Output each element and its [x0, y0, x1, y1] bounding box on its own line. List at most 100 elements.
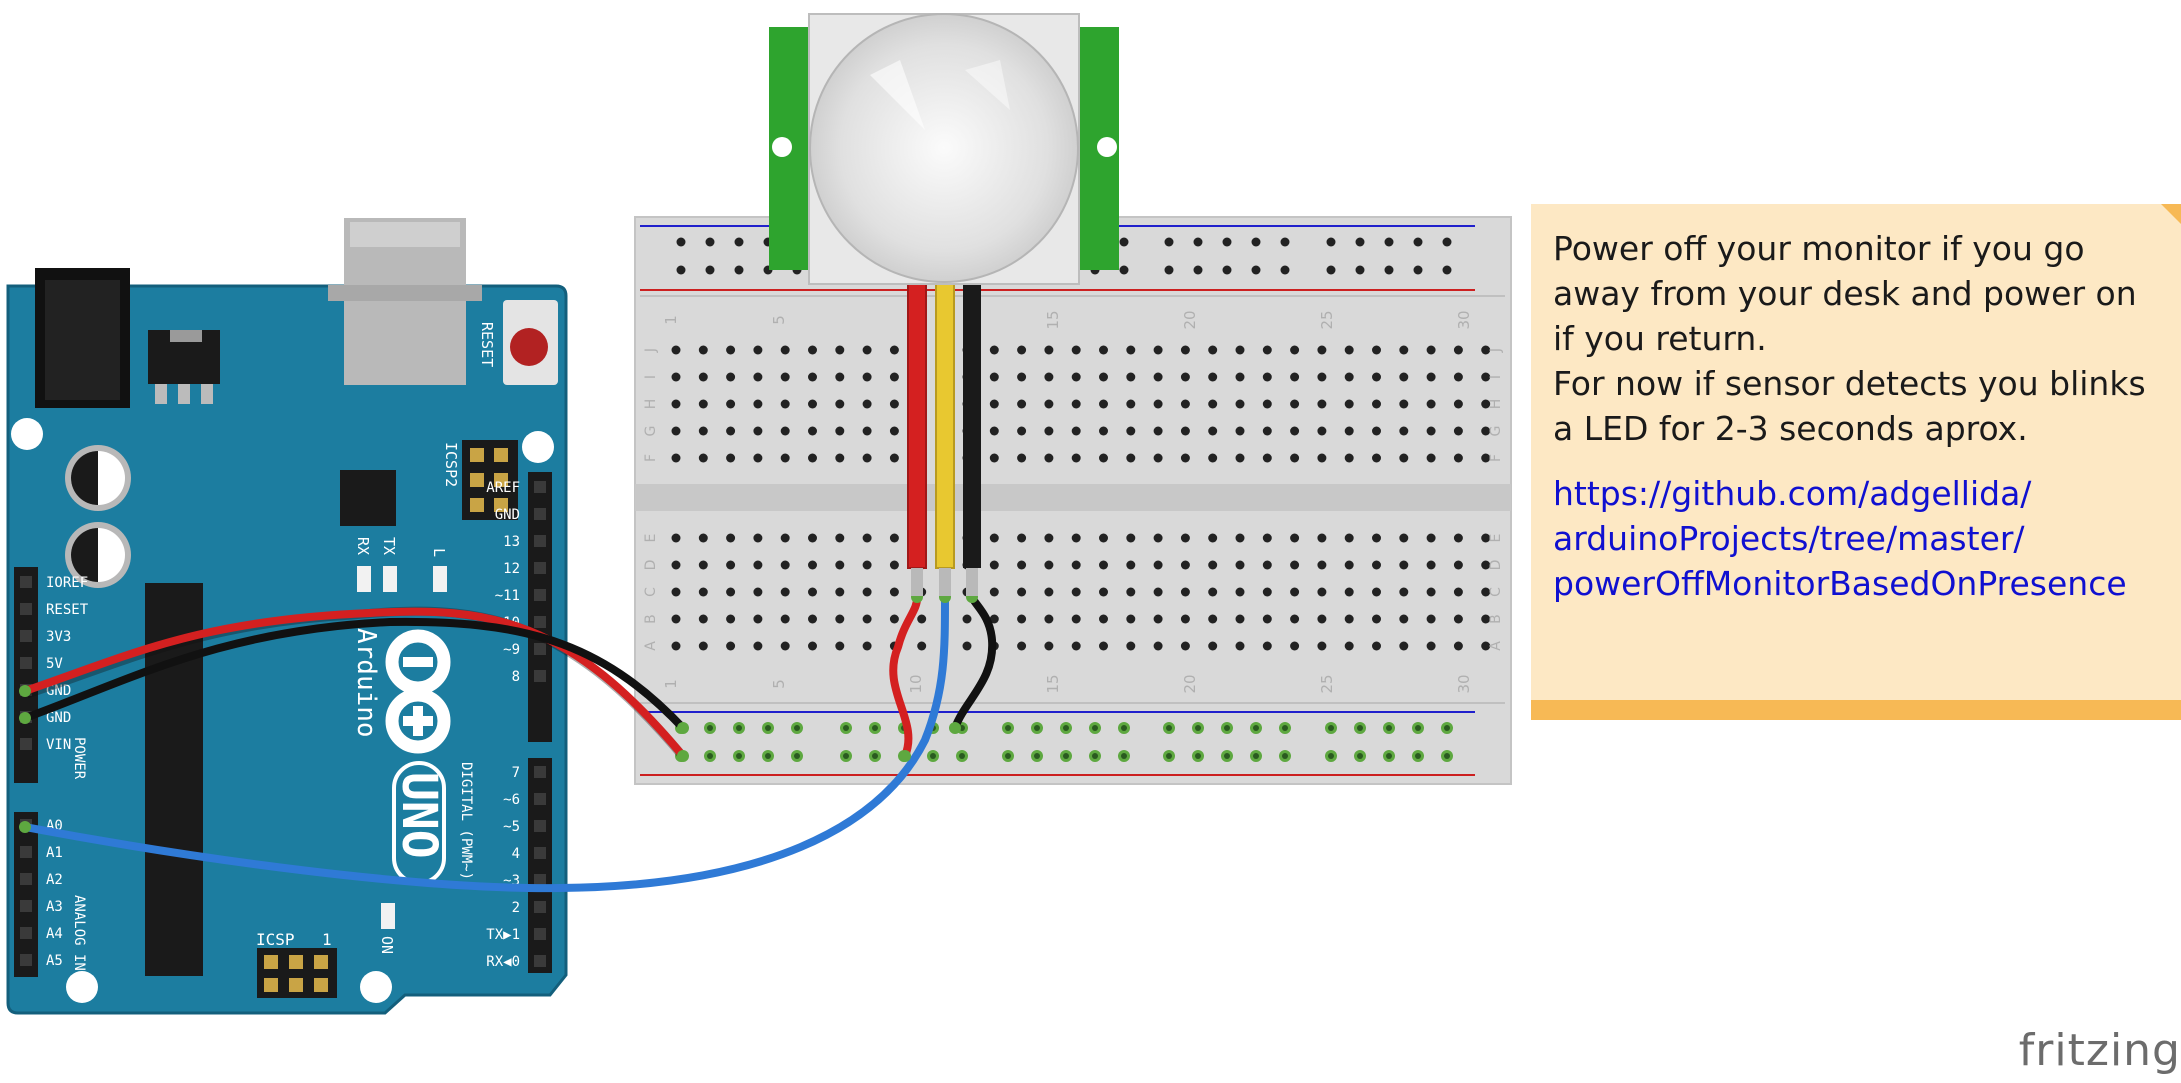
breadboard-hole[interactable] [1208, 641, 1218, 651]
breadboard-hole[interactable] [1017, 426, 1027, 436]
breadboard-hole[interactable] [835, 641, 845, 651]
breadboard-hole[interactable] [698, 345, 708, 355]
breadboard-hole[interactable] [698, 372, 708, 382]
breadboard-hole[interactable] [1044, 345, 1054, 355]
breadboard-hole[interactable] [1453, 453, 1463, 463]
rail-hole[interactable] [1193, 265, 1203, 275]
breadboard-hole[interactable] [753, 560, 763, 570]
breadboard-hole[interactable] [1262, 453, 1272, 463]
breadboard-hole[interactable] [1344, 560, 1354, 570]
breadboard-hole[interactable] [1153, 399, 1163, 409]
breadboard-hole[interactable] [1481, 345, 1491, 355]
header-pin[interactable] [534, 847, 546, 859]
breadboard-hole[interactable] [1044, 614, 1054, 624]
breadboard-hole[interactable] [1399, 587, 1409, 597]
breadboard-hole[interactable] [1317, 587, 1327, 597]
breadboard-hole[interactable] [1262, 641, 1272, 651]
breadboard-hole[interactable] [1235, 533, 1245, 543]
breadboard-hole[interactable] [1344, 345, 1354, 355]
breadboard-hole[interactable] [1344, 533, 1354, 543]
breadboard-hole[interactable] [753, 614, 763, 624]
breadboard-hole[interactable] [1481, 587, 1491, 597]
breadboard-hole[interactable] [989, 372, 999, 382]
breadboard-hole[interactable] [1453, 587, 1463, 597]
breadboard-hole[interactable] [698, 560, 708, 570]
breadboard-hole[interactable] [1044, 426, 1054, 436]
rail-hole[interactable] [1164, 265, 1174, 275]
breadboard-hole[interactable] [1153, 453, 1163, 463]
breadboard-hole[interactable] [1126, 426, 1136, 436]
breadboard-hole[interactable] [1426, 426, 1436, 436]
breadboard-hole[interactable] [1481, 426, 1491, 436]
breadboard-hole[interactable] [753, 426, 763, 436]
breadboard-hole[interactable] [835, 372, 845, 382]
breadboard-hole[interactable] [1372, 614, 1381, 624]
breadboard-hole[interactable] [1044, 453, 1054, 463]
breadboard-hole[interactable] [1180, 345, 1190, 355]
breadboard-hole[interactable] [1071, 345, 1081, 355]
breadboard-hole[interactable] [698, 587, 708, 597]
breadboard-hole[interactable] [1481, 399, 1491, 409]
header-pin[interactable] [20, 738, 32, 750]
breadboard-hole[interactable] [1044, 372, 1054, 382]
breadboard-hole[interactable] [889, 453, 899, 463]
breadboard-hole[interactable] [753, 641, 763, 651]
breadboard-hole[interactable] [1071, 641, 1081, 651]
breadboard-hole[interactable] [862, 641, 872, 651]
breadboard-hole[interactable] [1099, 399, 1108, 409]
breadboard-hole[interactable] [989, 426, 999, 436]
breadboard-hole[interactable] [1044, 587, 1054, 597]
breadboard-hole[interactable] [808, 560, 817, 570]
breadboard-hole[interactable] [1235, 453, 1245, 463]
breadboard-hole[interactable] [1344, 641, 1354, 651]
breadboard-hole[interactable] [780, 345, 790, 355]
breadboard-hole[interactable] [1235, 399, 1245, 409]
breadboard-hole[interactable] [1153, 426, 1163, 436]
breadboard-hole[interactable] [989, 533, 999, 543]
breadboard-hole[interactable] [1235, 372, 1245, 382]
breadboard-hole[interactable] [671, 533, 681, 543]
header-pin[interactable] [534, 928, 546, 940]
header-pin[interactable] [20, 873, 32, 885]
breadboard-hole[interactable] [1153, 560, 1163, 570]
breadboard-hole[interactable] [726, 399, 736, 409]
breadboard-hole[interactable] [1262, 560, 1272, 570]
breadboard-hole[interactable] [1262, 587, 1272, 597]
breadboard-hole[interactable] [671, 587, 681, 597]
rail-hole[interactable] [1222, 265, 1232, 275]
breadboard-hole[interactable] [726, 587, 736, 597]
header-pin[interactable] [534, 793, 546, 805]
header-pin[interactable] [20, 954, 32, 966]
breadboard-hole[interactable] [1372, 426, 1381, 436]
breadboard-hole[interactable] [862, 614, 872, 624]
breadboard-hole[interactable] [1290, 533, 1300, 543]
breadboard-hole[interactable] [726, 614, 736, 624]
breadboard-hole[interactable] [1235, 614, 1245, 624]
header-pin[interactable] [534, 481, 546, 493]
header-pin[interactable] [20, 846, 32, 858]
breadboard-hole[interactable] [698, 614, 708, 624]
breadboard-hole[interactable] [1399, 533, 1409, 543]
rail-hole[interactable] [1119, 237, 1129, 247]
breadboard-hole[interactable] [698, 426, 708, 436]
breadboard-hole[interactable] [671, 372, 681, 382]
breadboard-hole[interactable] [1481, 533, 1491, 543]
breadboard-hole[interactable] [1317, 372, 1327, 382]
breadboard-hole[interactable] [1044, 533, 1054, 543]
breadboard-hole[interactable] [1262, 345, 1272, 355]
breadboard-hole[interactable] [1099, 372, 1108, 382]
breadboard-hole[interactable] [1426, 453, 1436, 463]
breadboard-hole[interactable] [1290, 641, 1300, 651]
breadboard-hole[interactable] [1290, 426, 1300, 436]
breadboard-hole[interactable] [1372, 453, 1381, 463]
breadboard-hole[interactable] [1126, 533, 1136, 543]
breadboard-hole[interactable] [1208, 560, 1218, 570]
breadboard-hole[interactable] [989, 453, 999, 463]
breadboard-hole[interactable] [1426, 345, 1436, 355]
breadboard-hole[interactable] [780, 641, 790, 651]
breadboard-hole[interactable] [726, 533, 736, 543]
breadboard-hole[interactable] [862, 587, 872, 597]
breadboard-hole[interactable] [1372, 399, 1381, 409]
breadboard-hole[interactable] [1262, 372, 1272, 382]
breadboard-hole[interactable] [1180, 372, 1190, 382]
